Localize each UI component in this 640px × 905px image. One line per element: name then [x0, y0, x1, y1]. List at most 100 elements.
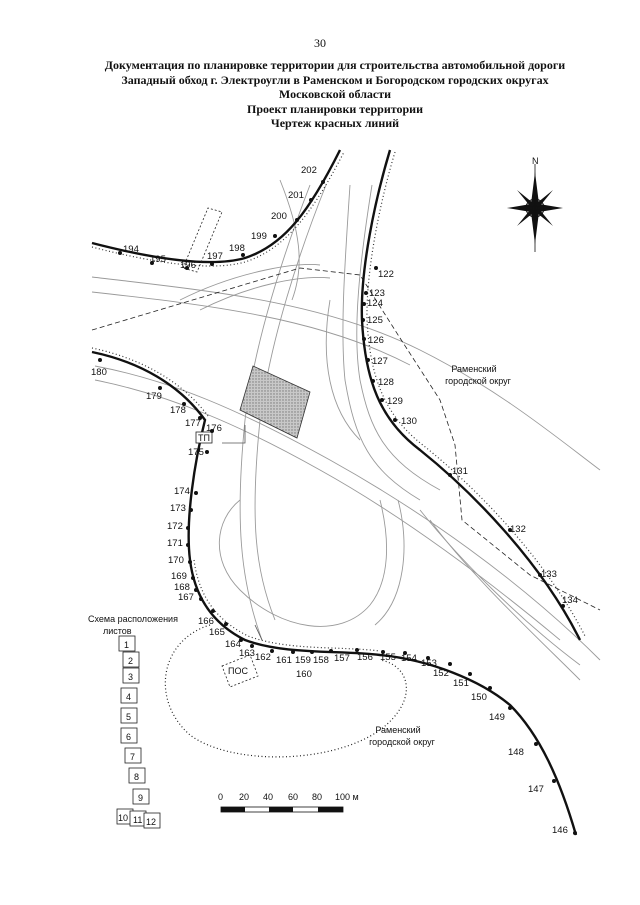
point-label: 128 — [378, 377, 394, 388]
sheet-number: 5 — [126, 712, 131, 722]
sheet-number: 10 — [118, 813, 128, 823]
sheet-scheme: Схема расположения листов 1 2 3 4 5 — [88, 614, 178, 829]
sheet-number: 8 — [134, 772, 139, 782]
district-label: городской округ — [445, 376, 512, 386]
point-label: 166 — [198, 616, 214, 627]
red-line-hatching — [91, 151, 586, 652]
dashed-parcel — [182, 207, 223, 273]
point-label: 147 — [528, 784, 544, 795]
sheet-number: 3 — [128, 672, 133, 682]
point-label: 170 — [168, 555, 184, 566]
point-label: 196 — [180, 260, 196, 271]
sheet-number: 11 — [133, 815, 142, 825]
scheme-title: листов — [103, 626, 132, 636]
scale-label: 60 — [288, 792, 298, 802]
district-boundary — [91, 267, 601, 611]
tp-station — [195, 431, 213, 444]
point-label: 157 — [334, 653, 350, 664]
point-label: 161 — [276, 655, 292, 666]
point-label: 149 — [489, 712, 505, 723]
point-label: 153 — [421, 658, 437, 669]
hatched-area — [239, 365, 311, 439]
point-label: 171 — [167, 538, 183, 549]
point-label: 125 — [367, 315, 383, 326]
point-label: 194 — [123, 244, 139, 255]
drawing-title: Документация по планировке территории дл… — [40, 58, 630, 131]
point-label: 127 — [372, 356, 388, 367]
north-label: N — [532, 156, 539, 166]
scheme-title: Схема расположения — [88, 614, 178, 624]
title-line: Проект планировки территории — [246, 101, 424, 116]
red-line-east — [360, 149, 582, 641]
point-label: 160 — [296, 669, 312, 680]
point-label: 156 — [357, 652, 373, 663]
point-label: 169 — [171, 571, 187, 582]
point-label: 202 — [301, 165, 317, 176]
sheet-number: 7 — [130, 752, 135, 762]
point-label: 172 — [167, 521, 183, 532]
point-label: 198 — [229, 243, 245, 254]
point-label: 132 — [510, 524, 526, 535]
point-label: 178 — [170, 405, 186, 416]
point-label: 134 — [562, 595, 578, 606]
pos-parcel — [221, 654, 259, 688]
point-label: 195 — [150, 254, 166, 265]
point-markers — [98, 180, 577, 835]
point-label: 159 — [295, 655, 311, 666]
tp-label: ТП — [198, 433, 210, 443]
point-label: 133 — [541, 569, 557, 580]
point-label: 163 — [239, 648, 255, 659]
point-label: 130 — [401, 416, 417, 427]
pos-label: ПОС — [228, 666, 248, 676]
point-label: 173 — [170, 503, 186, 514]
point-label: 131 — [452, 466, 468, 477]
scale-label: 20 — [239, 792, 249, 802]
road-lines — [91, 179, 601, 681]
point-label: 177 — [185, 418, 201, 429]
point-label: 152 — [433, 668, 449, 679]
page-number: 30 — [314, 36, 326, 50]
sheet-number: 6 — [126, 732, 131, 742]
scale-label: 100 м — [335, 792, 359, 802]
district-label: городской округ — [369, 737, 436, 747]
title-line: Западный обход г. Электроугли в Раменско… — [121, 72, 549, 87]
title-line: Московской области — [278, 87, 392, 101]
point-label: 124 — [367, 298, 383, 309]
scale-label: 0 — [218, 792, 223, 802]
scale-bar: 0 20 40 60 80 100 м — [218, 792, 359, 813]
point-label: 146 — [552, 825, 568, 836]
point-label: 165 — [209, 627, 225, 638]
point-label: 154 — [401, 653, 417, 664]
point-label: 175 — [188, 447, 204, 458]
red-line-west — [91, 350, 578, 836]
district-label: Раменский — [451, 364, 496, 374]
red-line-north — [91, 149, 342, 264]
point-label: 167 — [178, 592, 194, 603]
point-label: 180 — [91, 367, 107, 378]
point-label: 155 — [380, 652, 396, 663]
sheet-number: 4 — [126, 692, 131, 702]
point-labels: 202 201 200 199 198 197 196 195 194 122 … — [91, 165, 578, 836]
point-label: 150 — [471, 692, 487, 703]
point-label: 168 — [174, 582, 190, 593]
point-label: 162 — [255, 652, 271, 663]
point-label: 164 — [225, 639, 241, 650]
point-label: 179 — [146, 391, 162, 402]
point-label: 174 — [174, 486, 190, 497]
connector-lines — [222, 425, 263, 641]
point-label: 126 — [368, 335, 384, 346]
sheet-number: 9 — [138, 793, 143, 803]
point-label: 123 — [369, 288, 385, 299]
point-label: 148 — [508, 747, 524, 758]
title-line: Чертеж красных линий — [270, 116, 400, 130]
point-label: 158 — [313, 655, 329, 666]
scale-label: 80 — [312, 792, 322, 802]
point-label: 201 — [288, 190, 304, 201]
point-label: 199 — [251, 231, 267, 242]
sheet-number: 2 — [128, 656, 133, 666]
point-label: 129 — [387, 396, 403, 407]
sheet-number: 12 — [146, 817, 156, 827]
sheet-number: 1 — [124, 640, 129, 650]
